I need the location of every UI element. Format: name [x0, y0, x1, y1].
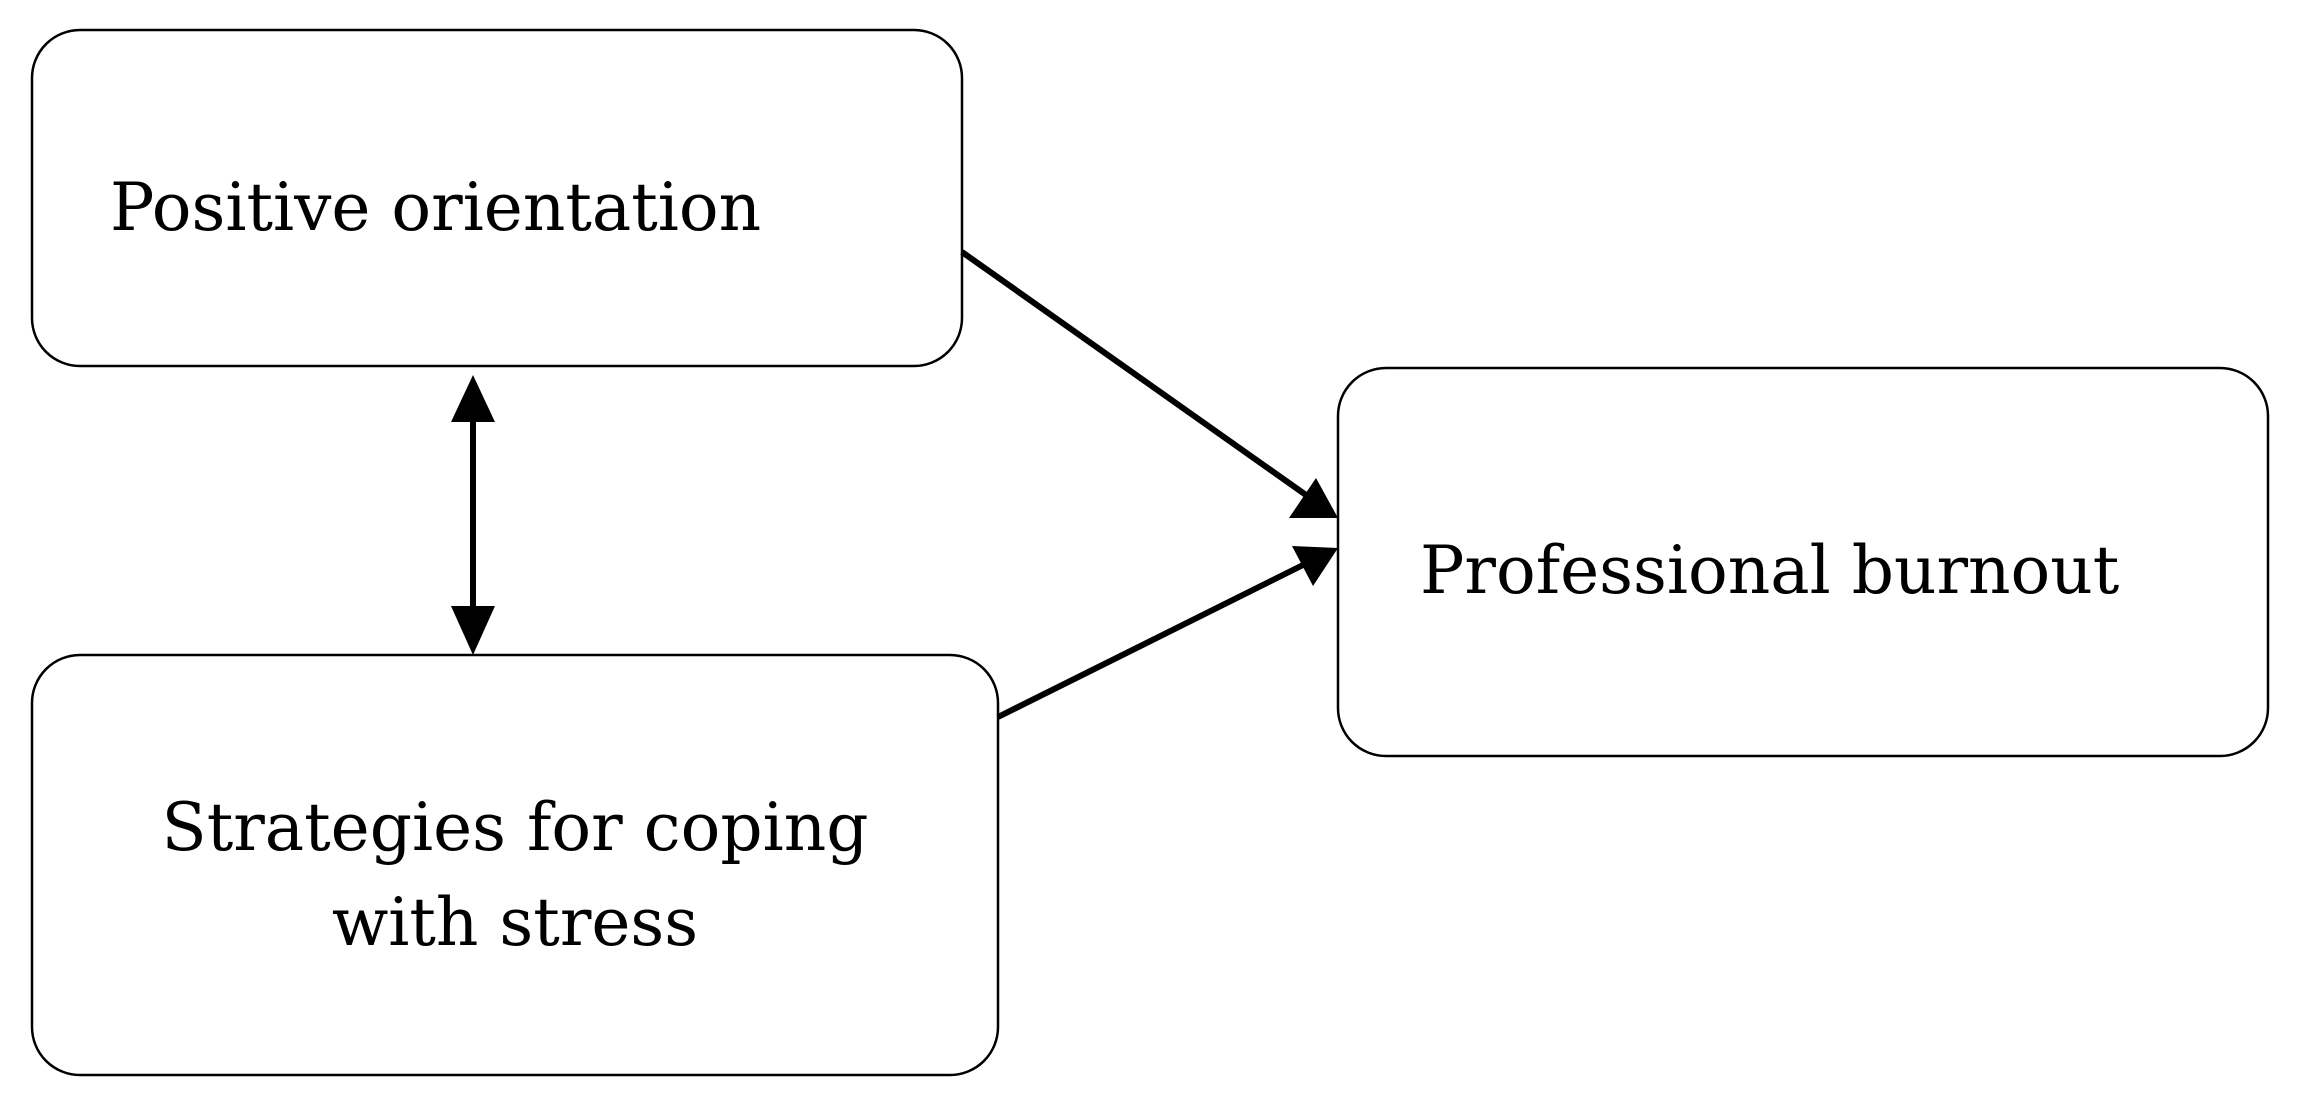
node-label-coping-strategies-line2: with stress [332, 884, 698, 961]
arrow-head-coping-to-burnout [1292, 546, 1338, 586]
arrow-head-up [451, 375, 495, 422]
arrow-head-positive-to-burnout [1289, 478, 1338, 518]
arrow-head-down [451, 606, 495, 655]
node-positive-orientation: Positive orientation [30, 28, 964, 368]
node-box-coping-strategies [30, 653, 1000, 1077]
node-label-professional-burnout: Professional burnout [1420, 532, 2119, 609]
edge-coping-strategies-burnout [996, 546, 1338, 720]
edge-line-coping-to-burnout [996, 561, 1307, 720]
edge-positive-orientation-burnout [960, 249, 1338, 518]
node-box-professional-burnout [1336, 366, 2270, 758]
edge-line-positive-to-burnout [960, 249, 1308, 498]
edge-positive-orientation-coping-strategies [451, 375, 495, 655]
node-professional-burnout: Professional burnout [1336, 366, 2270, 758]
node-box-positive-orientation [30, 28, 964, 368]
node-label-coping-strategies-line1: Strategies for coping [162, 789, 869, 866]
node-coping-strategies: Strategies for coping with stress [30, 653, 1000, 1077]
node-label-positive-orientation: Positive orientation [110, 169, 761, 246]
